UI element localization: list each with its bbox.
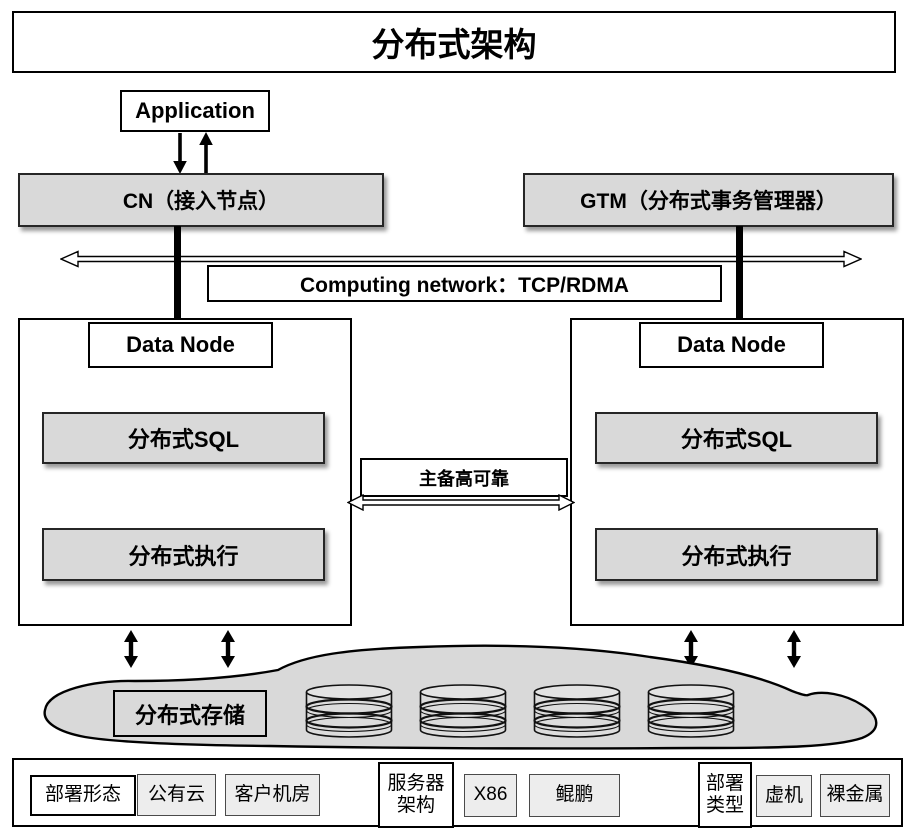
computing-network-arrow-icon [60,250,862,268]
distributed-storage-label: 分布式存储 [113,690,267,737]
option-customer-room: 客户机房 [225,774,320,816]
deploy-form-label: 部署形态 [30,775,136,816]
option-public-cloud: 公有云 [137,774,216,816]
option-vm: 虚机 [756,775,812,817]
data-node-right-exec-box: 分布式执行 [595,528,878,581]
data-node-right-title: Data Node [639,322,824,368]
cn-node-box: CN（接入节点） [18,173,384,227]
option-kunpeng: 鲲鹏 [529,774,620,817]
database-cylinder-icon [419,684,507,738]
option-x86: X86 [464,774,517,817]
option-bare-metal: 裸金属 [820,774,890,817]
data-node-right-sql-box: 分布式SQL [595,412,878,464]
app-cn-arrows-icon [173,132,213,174]
database-cylinder-row [305,684,735,738]
ha-label-box: 主备高可靠 [360,458,568,497]
data-node-left-title: Data Node [88,322,273,368]
cn-datanode-connector [174,226,181,319]
ha-double-arrow-icon [347,494,575,511]
storage-link-arrow-icon [787,630,801,668]
database-cylinder-icon [647,684,735,738]
computing-network-label: Computing network：TCP/RDMA [207,265,722,302]
database-cylinder-icon [533,684,621,738]
database-cylinder-icon [305,684,393,738]
data-node-left-sql-box: 分布式SQL [42,412,325,464]
gtm-datanode-connector [736,226,743,319]
storage-link-arrow-icon [124,630,138,668]
storage-link-arrow-icon [684,630,698,668]
application-box: Application [120,90,270,132]
storage-link-arrow-icon [221,630,235,668]
deploy-type-label: 部署类型 [698,762,752,828]
diagram-title: 分布式架构 [12,11,896,73]
data-node-left-exec-box: 分布式执行 [42,528,325,581]
server-arch-label: 服务器架构 [378,762,454,828]
gtm-node-box: GTM（分布式事务管理器） [523,173,894,227]
